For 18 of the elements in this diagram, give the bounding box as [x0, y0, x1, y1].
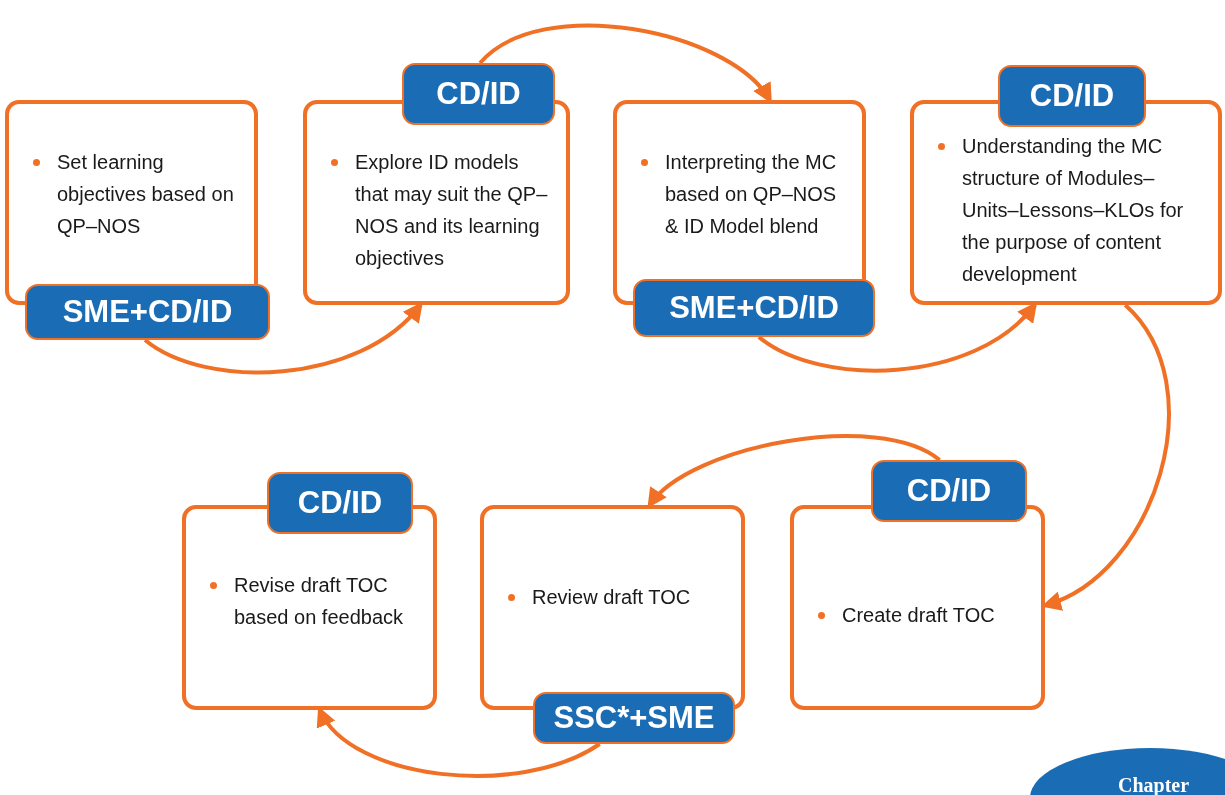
role-badge: SME+CD/ID	[633, 279, 875, 337]
step-text: Interpreting the MC based on QP–NOS & ID Model blend	[639, 146, 848, 242]
role-badge: CD/ID	[402, 63, 555, 125]
step-text: Create draft TOC	[816, 599, 1027, 631]
curved-arrow	[757, 302, 1038, 373]
step-box	[790, 505, 1045, 710]
role-badge: CD/ID	[267, 472, 413, 534]
role-badge: SSC*+SME	[533, 692, 735, 744]
role-badge: CD/ID	[998, 65, 1146, 127]
step-text: Explore ID models that may suit the QP–NOS and its learning objectives	[329, 146, 552, 274]
role-badge: SME+CD/ID	[25, 284, 270, 340]
step-text: Understanding the MC structure of Modules–Units–Lessons–KLOs for the purpose of content development	[936, 130, 1204, 290]
role-badge: CD/ID	[871, 460, 1027, 522]
curved-arrow	[646, 434, 941, 508]
step-text: Review draft TOC	[506, 581, 727, 613]
curved-arrow	[143, 302, 424, 375]
step-text: Revise draft TOC based on feedback	[208, 569, 419, 633]
step-text: Set learning objectives based on QP–NOS	[31, 146, 240, 242]
